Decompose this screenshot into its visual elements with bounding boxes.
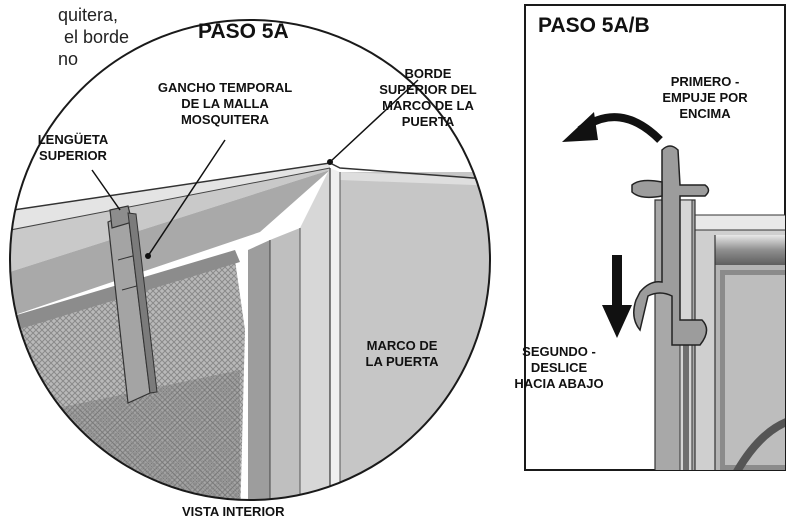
fragment-line-1: quitera,	[58, 5, 119, 25]
circle-scene	[10, 162, 490, 500]
panel-right-title: PASO 5A/B	[538, 14, 650, 37]
label-second-slide: SEGUNDO - DESLICE HACIA ABAJO	[514, 344, 604, 391]
fragment-line-2: el borde	[64, 27, 130, 47]
caption-interior-view: VISTA INTERIOR	[182, 504, 285, 519]
label-first-push: PRIMERO - EMPUJE POR ENCIMA	[662, 74, 748, 121]
label-frame-top-edge: BORDE SUPERIOR DEL MARCO DE LA PUERTA	[379, 66, 477, 129]
fragment-line-3: no	[58, 49, 79, 69]
screen-tab-part	[107, 205, 158, 404]
fragment-text: quitera, el borde no	[58, 4, 129, 70]
panel-left-title: PASO 5A	[198, 20, 289, 43]
label-top-tab: LENGÜETA SUPERIOR	[37, 132, 109, 163]
label-temporary-hook: GANCHO TEMPORAL DE LA MALLA MOSQUITERA	[157, 80, 293, 127]
profile-scene	[562, 112, 785, 470]
label-door-frame: MARCO DE LA PUERTA	[365, 338, 439, 369]
